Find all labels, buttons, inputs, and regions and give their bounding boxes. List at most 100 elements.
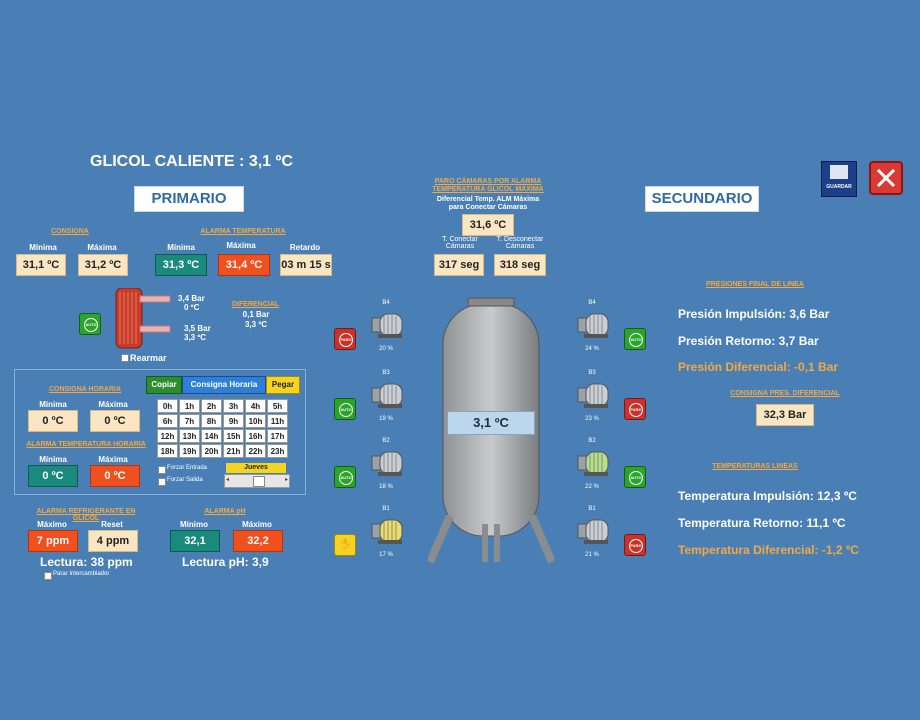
hand-icon: ✋ [339,539,352,550]
pump-mode-button[interactable]: AUTO [624,328,646,350]
ah-min-label: Mínima [39,455,67,464]
hour-cell[interactable]: 6h [157,414,178,428]
pump-name: B3 [382,370,390,376]
hour-cell[interactable]: 5h [267,399,288,413]
hour-cell[interactable]: 4h [245,399,266,413]
stop-icon: PARO [339,333,353,347]
primario-button[interactable]: PRIMARIO [134,186,244,212]
diferencial-title: DIFERENCIAL [232,301,280,308]
hour-cell[interactable]: 15h [223,429,244,443]
paste-button[interactable]: Pegar [266,376,300,394]
pump-motor-icon[interactable] [370,380,406,410]
ah-max-value[interactable]: 0 ºC [90,465,140,487]
retardo-value[interactable]: 03 m 15 s [280,254,332,276]
pump-mode-button[interactable]: ✋ [334,534,356,556]
camaras-diff-2: para Conectar Cámaras [448,204,528,211]
close-button[interactable] [869,161,903,195]
hour-cell[interactable]: 14h [201,429,222,443]
save-label: GUARDAR [826,184,852,190]
hour-cell[interactable]: 12h [157,429,178,443]
pump-mode-button[interactable]: AUTO [334,398,356,420]
pump-percent: 17 % [379,552,393,558]
alarma-temp-max-value[interactable]: 31,4 ºC [218,254,270,276]
ch-min-value[interactable]: 0 ºC [28,410,78,432]
stop-icon: PARO [629,539,643,553]
stop-icon: PARO [629,403,643,417]
ph-max-label: Máximo [242,520,272,529]
pump-percent: 21 % [585,552,599,558]
scroll-right-icon[interactable]: ▸ [284,477,288,483]
hour-cell[interactable]: 2h [201,399,222,413]
ph-min-value[interactable]: 32,1 [170,530,220,552]
hour-cell[interactable]: 9h [223,414,244,428]
pump-motor-icon[interactable] [576,516,612,546]
camaras-diff-value[interactable]: 31,6 ºC [462,214,514,236]
pump-motor-icon[interactable] [576,310,612,340]
pump-name: B3 [588,370,596,376]
ref-lectura: Lectura: 38 ppm [40,555,133,569]
hour-cell[interactable]: 3h [223,399,244,413]
hour-cell[interactable]: 16h [245,429,266,443]
pump-mode-button[interactable]: PARO [624,534,646,556]
consigna-horaria-button[interactable]: Consigna Horaria [182,376,266,394]
consigna-horaria-title: CONSIGNA HORARIA [48,386,122,393]
rearmar-label: Rearmar [130,353,167,363]
save-button[interactable]: GUARDAR [821,161,857,197]
ph-max-value[interactable]: 32,2 [233,530,283,552]
consigna-max-value[interactable]: 31,2 ºC [78,254,128,276]
ah-min-value[interactable]: 0 ºC [28,465,78,487]
hour-cell[interactable]: 7h [179,414,200,428]
ch-max-value[interactable]: 0 ºC [90,410,140,432]
scroll-thumb[interactable] [253,476,265,487]
conectar-value[interactable]: 317 seg [434,254,484,276]
rearmar-checkbox[interactable] [121,354,129,362]
ref-max-value[interactable]: 7 ppm [28,530,78,552]
presion-retorno: Presión Retorno: 3,7 Bar [678,334,819,348]
pump-mode-button[interactable]: PARO [624,398,646,420]
close-icon [876,168,896,188]
hour-cell[interactable]: 22h [245,444,266,458]
consigna-max-label: Máxima [87,243,117,252]
pump-motor-icon[interactable] [576,448,612,478]
exchanger-auto-button[interactable]: AUTO [79,313,101,335]
desconectar-value[interactable]: 318 seg [494,254,546,276]
parar-checkbox[interactable] [44,572,52,580]
floppy-disk-icon [830,165,848,179]
pump-mode-button[interactable]: AUTO [624,466,646,488]
ph-lectura: Lectura pH: 3,9 [182,555,269,569]
hour-cell[interactable]: 11h [267,414,288,428]
day-scrollbar[interactable]: ◂ ▸ [224,474,290,488]
forzar-entrada-checkbox[interactable] [158,466,166,474]
pump-motor-icon[interactable] [576,380,612,410]
hour-cell[interactable]: 1h [179,399,200,413]
hour-cell[interactable]: 20h [201,444,222,458]
scroll-left-icon[interactable]: ◂ [226,477,230,483]
hour-cell[interactable]: 10h [245,414,266,428]
ref-reset-value[interactable]: 4 ppm [88,530,138,552]
hour-cell[interactable]: 23h [267,444,288,458]
alarma-temp-min-value[interactable]: 31,3 ºC [155,254,207,276]
hour-cell[interactable]: 0h [157,399,178,413]
copy-button[interactable]: Copiar [146,376,182,394]
pump-mode-button[interactable]: PARO [334,328,356,350]
consigna-min-value[interactable]: 31,1 ºC [16,254,66,276]
conectar-label-1: T. Conectar [442,236,478,243]
hour-cell[interactable]: 8h [201,414,222,428]
consigna-pres-value[interactable]: 32,3 Bar [756,404,814,426]
pump-name: B2 [588,438,596,444]
pump-name: B2 [382,438,390,444]
secundario-button[interactable]: SECUNDARIO [645,186,759,212]
hour-cell[interactable]: 13h [179,429,200,443]
pump-motor-icon[interactable] [370,516,406,546]
pump-name: B4 [588,300,596,306]
hour-cell[interactable]: 18h [157,444,178,458]
pump-motor-icon[interactable] [370,310,406,340]
hour-cell[interactable]: 17h [267,429,288,443]
consigna-pres-title: CONSIGNA PRES. DIFERENCIAL [730,390,840,397]
hour-cell[interactable]: 21h [223,444,244,458]
forzar-salida-checkbox[interactable] [158,478,166,486]
pump-motor-icon[interactable] [370,448,406,478]
auto-icon: AUTO [84,318,98,332]
pump-mode-button[interactable]: AUTO [334,466,356,488]
hour-cell[interactable]: 19h [179,444,200,458]
